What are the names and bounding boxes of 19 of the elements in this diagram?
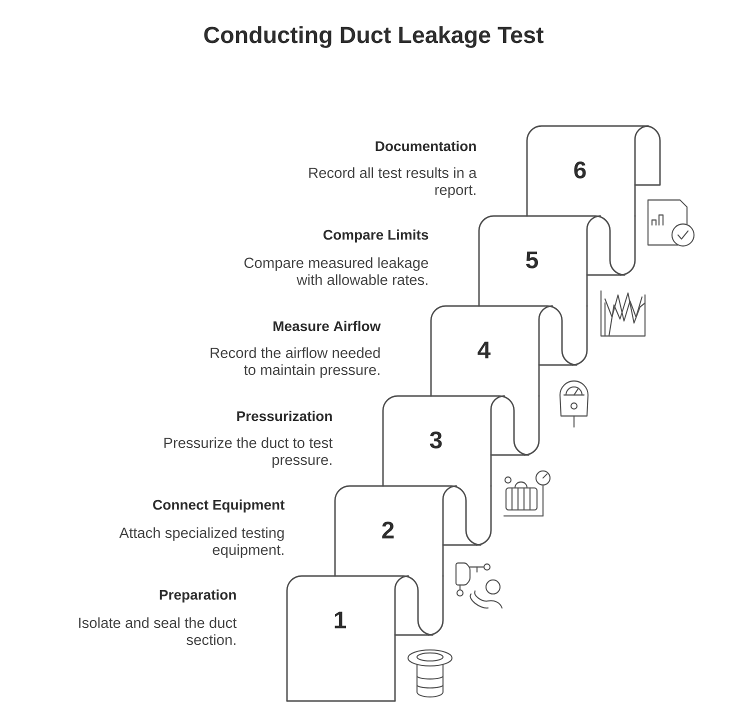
step-scroll: 2 (334, 485, 492, 577)
step-description: Isolate and seal the duct section. (79, 617, 237, 646)
step-scroll: 1 (286, 575, 444, 702)
step-scroll: 5 (478, 215, 636, 307)
step-heading: Documentation (376, 140, 476, 152)
step-description: Compare measured leakage with allowable rates. (244, 257, 428, 286)
step-scroll: 4 (430, 305, 588, 397)
step-heading: Measure Airflow (274, 320, 381, 332)
step-description: Record the airflow needed to maintain pressure. (210, 347, 380, 378)
step-description: Record all test results in a report. (309, 167, 477, 198)
step-description: Attach specialized testing equipment. (119, 527, 284, 558)
step-heading: Preparation (160, 589, 236, 603)
step-scroll: 3 (382, 395, 540, 487)
step-heading: Compare Limits (324, 229, 428, 243)
step-description: Pressurize the duct to test pressure. (164, 437, 333, 468)
step-heading: Connect Equipment (153, 499, 285, 513)
step-heading: Pressurization (237, 410, 332, 422)
title: Conducting Duct Leakage Test (204, 26, 544, 48)
step-scroll: 6 (526, 125, 661, 217)
